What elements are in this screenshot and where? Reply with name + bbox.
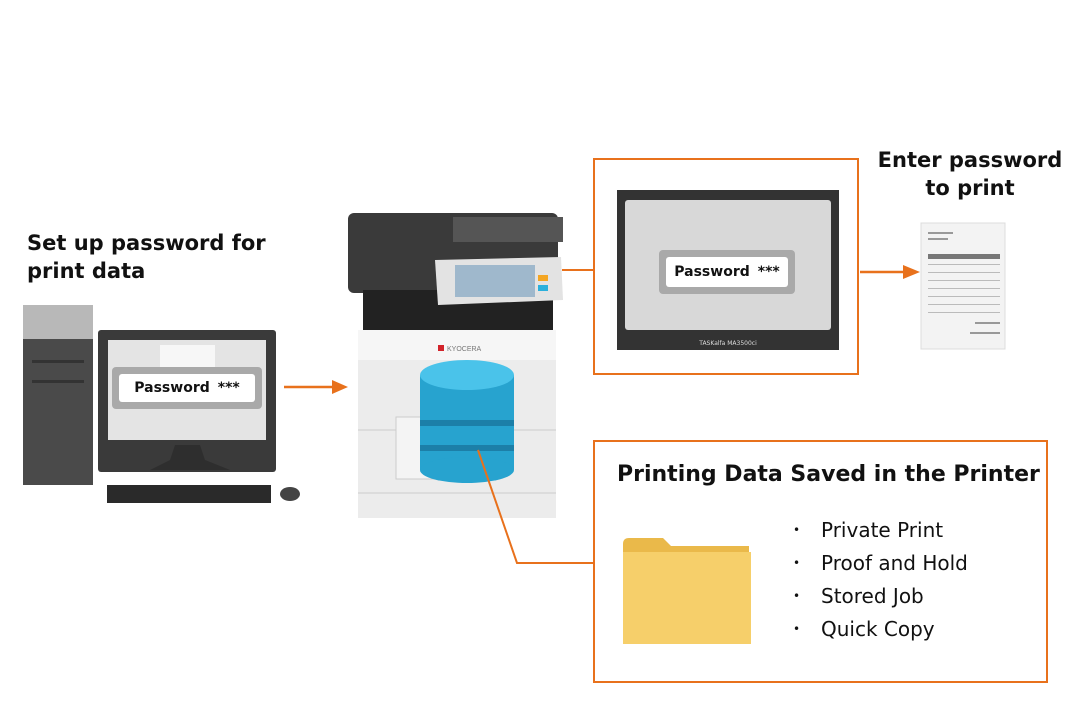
- database-icon: [420, 360, 514, 483]
- setup-password-label: Set up password for print data: [27, 229, 266, 285]
- list-item-proof-and-hold: Proof and Hold: [793, 547, 968, 580]
- setup-label-line1: Set up password for: [27, 231, 266, 255]
- printer-model: TASKalfa MA3500ci: [699, 340, 757, 347]
- printed-document-icon: [920, 222, 1006, 350]
- enter-label-line2: to print: [925, 176, 1015, 200]
- password-mask: ***: [757, 264, 780, 280]
- storage-box: Printing Data Saved in the Printer Priva…: [593, 440, 1048, 683]
- password-label: Password: [674, 264, 750, 280]
- password-mask: ***: [217, 380, 240, 396]
- kyocera-logo: KYOCERA: [447, 346, 482, 353]
- enter-label-line1: Enter password: [877, 148, 1063, 172]
- pc-password-field: Password ***: [112, 367, 262, 409]
- panel-password-field: Password ***: [659, 250, 795, 294]
- password-label: Password: [134, 380, 210, 396]
- keyboard: [107, 485, 271, 503]
- setup-label-line2: print data: [27, 259, 146, 283]
- list-item-stored-job: Stored Job: [793, 580, 968, 613]
- list-item-private-print: Private Print: [793, 514, 968, 547]
- mouse: [280, 487, 300, 501]
- panel-screen: Password *** TASKalfa MA3500ci: [617, 190, 839, 350]
- enter-password-label: Enter password to print: [870, 146, 1070, 202]
- printer-illustration: KYOCERA: [348, 213, 563, 518]
- storage-box-title: Printing Data Saved in the Printer: [617, 462, 1040, 487]
- folder-icon: [623, 538, 751, 644]
- stored-job-list: Private Print Proof and Hold Stored Job …: [793, 514, 968, 646]
- panel-box: Password *** TASKalfa MA3500ci: [593, 158, 859, 375]
- list-item-quick-copy: Quick Copy: [793, 613, 968, 646]
- arrow-right-icon: [284, 380, 348, 394]
